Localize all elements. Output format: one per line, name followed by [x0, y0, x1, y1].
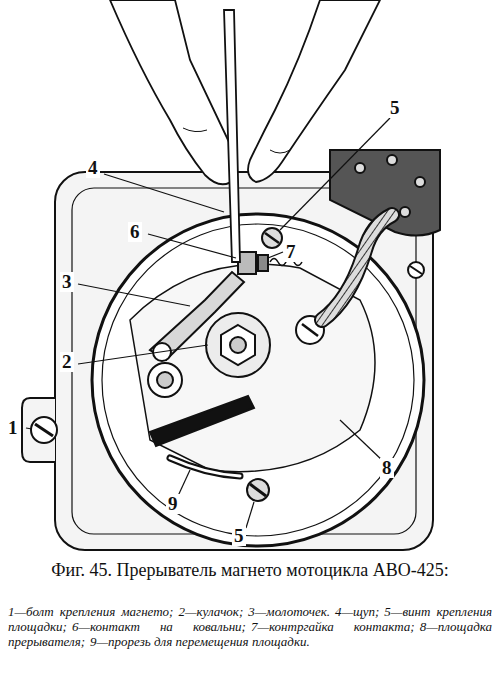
key-entry: 7—контргайка контакта; [251, 619, 415, 634]
callout-number: 5 [232, 526, 246, 546]
callout-number: 9 [166, 494, 180, 514]
key-entry: 1—болт крепления магнето; [8, 604, 173, 619]
callout-number: 2 [60, 352, 74, 372]
key-entry: 2—кулачок; [178, 604, 243, 619]
mounting-bolt [31, 417, 57, 443]
callout-number: 6 [128, 222, 142, 242]
key-list: 1—болт крепления магнето; 2—кулачок; 3—мол… [8, 604, 492, 649]
plate-slot [170, 458, 240, 476]
callout-number: 5 [388, 98, 402, 118]
plate-screw [247, 479, 269, 501]
magneto-housing [55, 172, 433, 550]
spring-leaf [150, 396, 254, 446]
key-entry: 9—прорезь для перемещения площадки. [90, 634, 310, 649]
key-entry: 3—молоточек. [248, 604, 330, 619]
callout-number: 1 [6, 418, 20, 438]
cam [206, 313, 270, 377]
breaker-disk [92, 214, 424, 546]
callout-number: 4 [86, 158, 100, 178]
callout-number: 8 [380, 458, 394, 478]
plate-screw [262, 228, 282, 248]
breaker-illustration [0, 0, 500, 560]
finger [248, 0, 380, 182]
braided-wire [322, 215, 392, 320]
finger [110, 0, 237, 184]
leader-lines [26, 118, 390, 528]
callout-number: 3 [60, 272, 74, 292]
contact-locknut [258, 255, 268, 271]
key-entry: 4—щуп; [335, 604, 379, 619]
feeler-gauge [224, 10, 240, 262]
figure-caption: Фиг. 45. Прерыватель магнето мотоцикла А… [40, 560, 460, 581]
callout-number: 7 [284, 242, 298, 262]
key-entry: 6—контакт на ковальни; [72, 619, 246, 634]
